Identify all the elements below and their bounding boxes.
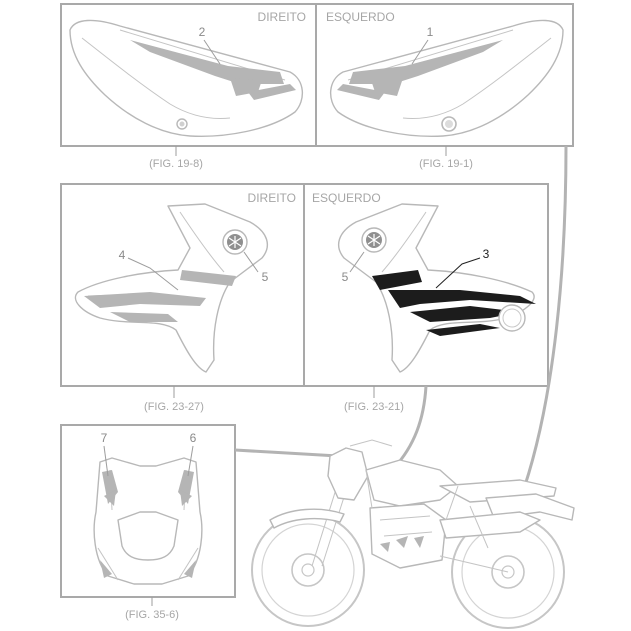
side-cover-left xyxy=(330,19,564,137)
callout-6: 6 xyxy=(190,431,197,445)
callout-7: 7 xyxy=(101,431,108,445)
callout-3: 3 xyxy=(483,247,490,261)
callout-5-right: 5 xyxy=(262,270,269,284)
connector-cowl xyxy=(234,448,339,458)
label-esquerdo-middle: ESQUERDO xyxy=(312,191,381,205)
panel-side-covers: DIREITO ESQUERDO 2 1 xyxy=(60,3,574,147)
callout-1: 1 xyxy=(427,25,434,39)
headlight-cowl xyxy=(93,457,203,585)
callout-5-left: 5 xyxy=(342,270,349,284)
connector-shroud xyxy=(392,385,428,470)
fig-35-6: (FIG. 35-6) xyxy=(125,609,179,621)
label-direito-middle: DIREITO xyxy=(248,191,296,205)
tank-shroud-left xyxy=(337,203,536,373)
label-esquerdo-top: ESQUERDO xyxy=(326,10,395,24)
leader-6 xyxy=(187,445,194,477)
fig-23-21: (FIG. 23-21) xyxy=(344,401,404,413)
panel-tank-shrouds: DIREITO ESQUERDO 4 5 xyxy=(60,183,549,387)
callout-2: 2 xyxy=(199,25,206,39)
panel-headlight-cowl: 7 6 xyxy=(60,424,236,598)
panel-frame-bottom xyxy=(60,424,236,598)
motorcycle-illustration xyxy=(251,439,575,629)
fig-23-27: (FIG. 23-27) xyxy=(144,401,204,413)
leader-5-left xyxy=(349,251,365,273)
leader-5-right xyxy=(243,251,259,273)
leader-4 xyxy=(127,257,179,291)
callout-4: 4 xyxy=(119,248,126,262)
fig-19-8: (FIG. 19-8) xyxy=(149,158,203,170)
fig-19-1: (FIG. 19-1) xyxy=(419,158,473,170)
label-direito-top: DIREITO xyxy=(258,10,306,24)
leader-7 xyxy=(103,445,109,477)
leader-3 xyxy=(435,257,481,289)
leader-2 xyxy=(203,39,221,65)
connector-side-cover xyxy=(518,145,568,501)
leader-1 xyxy=(411,39,429,65)
tank-shroud-right xyxy=(74,203,269,373)
side-cover-right xyxy=(69,19,303,137)
